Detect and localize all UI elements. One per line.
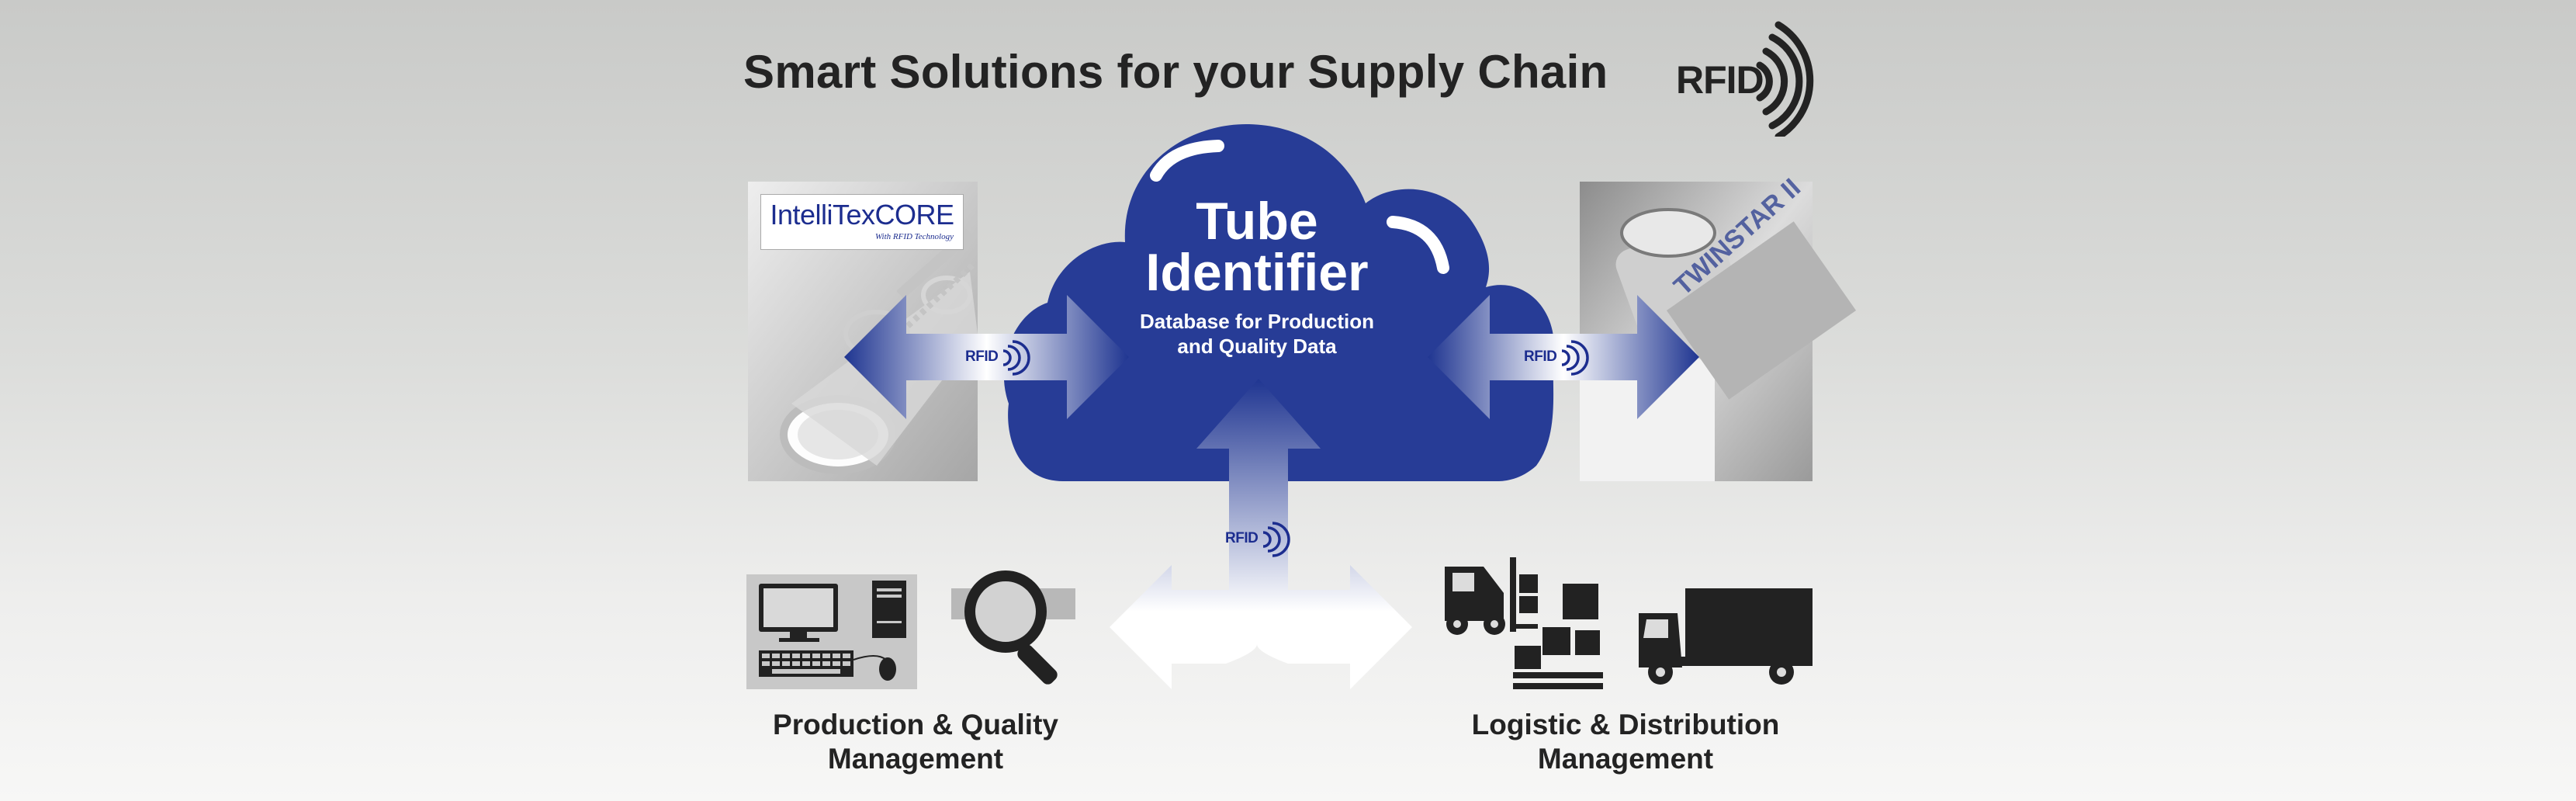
rfid-label-right: RFID bbox=[1524, 348, 1557, 365]
computer-icon bbox=[746, 574, 917, 689]
intellitexcore-tagline: With RFID Technology bbox=[874, 232, 954, 241]
bottom-branch-arrow bbox=[1110, 379, 1412, 689]
left-double-arrow bbox=[844, 295, 1129, 419]
page-title: Smart Solutions for your Supply Chain bbox=[743, 46, 1608, 98]
right-double-arrow bbox=[1428, 295, 1699, 419]
caption-logistic-line2: Management bbox=[1537, 743, 1714, 775]
rfid-logo-icon: RFID bbox=[1668, 20, 1816, 137]
caption-production: Production & Quality Management bbox=[722, 708, 1110, 776]
forklift-icon bbox=[1445, 557, 1538, 635]
rfid-logo-text: RFID bbox=[1676, 58, 1764, 102]
magnifier-icon bbox=[951, 570, 1075, 685]
boxes-icon bbox=[1513, 584, 1603, 689]
cloud-icon bbox=[1003, 123, 1554, 482]
rfid-label-left: RFID bbox=[965, 348, 999, 365]
caption-production-line2: Management bbox=[827, 743, 1004, 775]
rfid-label-bottom: RFID bbox=[1225, 530, 1259, 546]
caption-logistic: Logistic & Distribution Management bbox=[1420, 708, 1831, 776]
truck-icon bbox=[1639, 588, 1813, 685]
rfid-waves bbox=[1002, 340, 1589, 557]
cloud-title: Tube Identifier bbox=[1079, 192, 1435, 302]
cloud-subtitle: Database for Production and Quality Data bbox=[1079, 309, 1435, 359]
cloud-title-line2: Identifier bbox=[1145, 243, 1369, 302]
cloud-title-line1: Tube bbox=[1196, 192, 1318, 251]
machine-photo bbox=[1580, 182, 1857, 481]
caption-production-line1: Production & Quality bbox=[773, 709, 1058, 740]
caption-logistic-line1: Logistic & Distribution bbox=[1471, 709, 1780, 740]
intellitexcore-logo: IntelliTexCORE With RFID Technology bbox=[760, 194, 964, 250]
cloud-subtitle-line2: and Quality Data bbox=[1177, 335, 1337, 358]
cloud-subtitle-line1: Database for Production bbox=[1140, 310, 1374, 333]
intellitexcore-brand: IntelliTexCORE bbox=[770, 199, 954, 231]
